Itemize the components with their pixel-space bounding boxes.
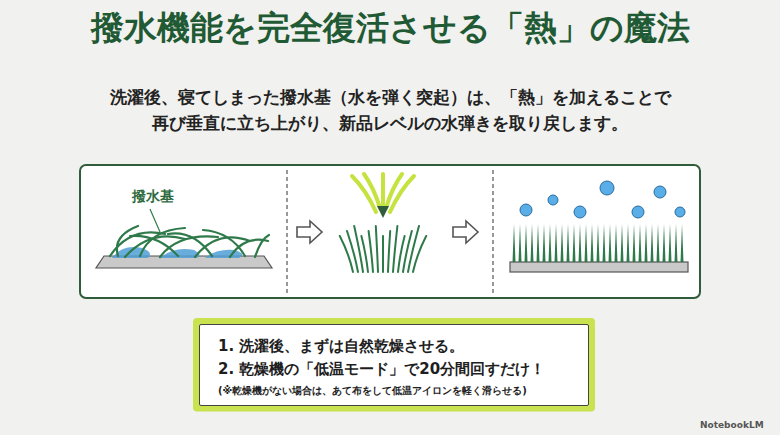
water-drops	[520, 181, 685, 218]
subtitle: 再び垂直に立ち上がり、新品レベルの水弾きを取り戻します。	[0, 112, 780, 135]
title: 撥水機能を完全復活させる「熱」の魔法	[0, 6, 780, 51]
part-label: 撥水基	[132, 188, 174, 206]
fabric-base	[510, 262, 688, 272]
note-text: (※乾燥機がない場合は、あて布をして低温アイロンを軽く滑らせる)	[218, 384, 574, 397]
instruction-box: 1. 洗濯後、まずは自然乾燥させる。2. 乾燥機の「低温モード」で20分間回すだ…	[199, 324, 589, 406]
upright-strands	[513, 224, 684, 262]
step-text: 1. 洗濯後、まずは自然乾燥させる。	[218, 335, 574, 358]
illustration-panel	[80, 165, 700, 298]
arrow	[453, 221, 478, 243]
divider	[286, 170, 288, 293]
heat-arrow	[377, 206, 389, 218]
subtitle: 洗濯後、寝てしまった撥水基（水を弾く突起）は、「熱」を加えることで	[0, 86, 780, 109]
rising-strands	[340, 226, 426, 272]
box-outer	[193, 318, 595, 412]
divider	[492, 170, 494, 293]
leader-line	[150, 209, 160, 232]
step-text: 2. 乾燥機の「低温モード」で20分間回すだけ！	[218, 358, 574, 381]
lying-strands	[110, 226, 269, 257]
watermark: NotebookLM	[700, 420, 764, 430]
arrow	[297, 221, 322, 243]
